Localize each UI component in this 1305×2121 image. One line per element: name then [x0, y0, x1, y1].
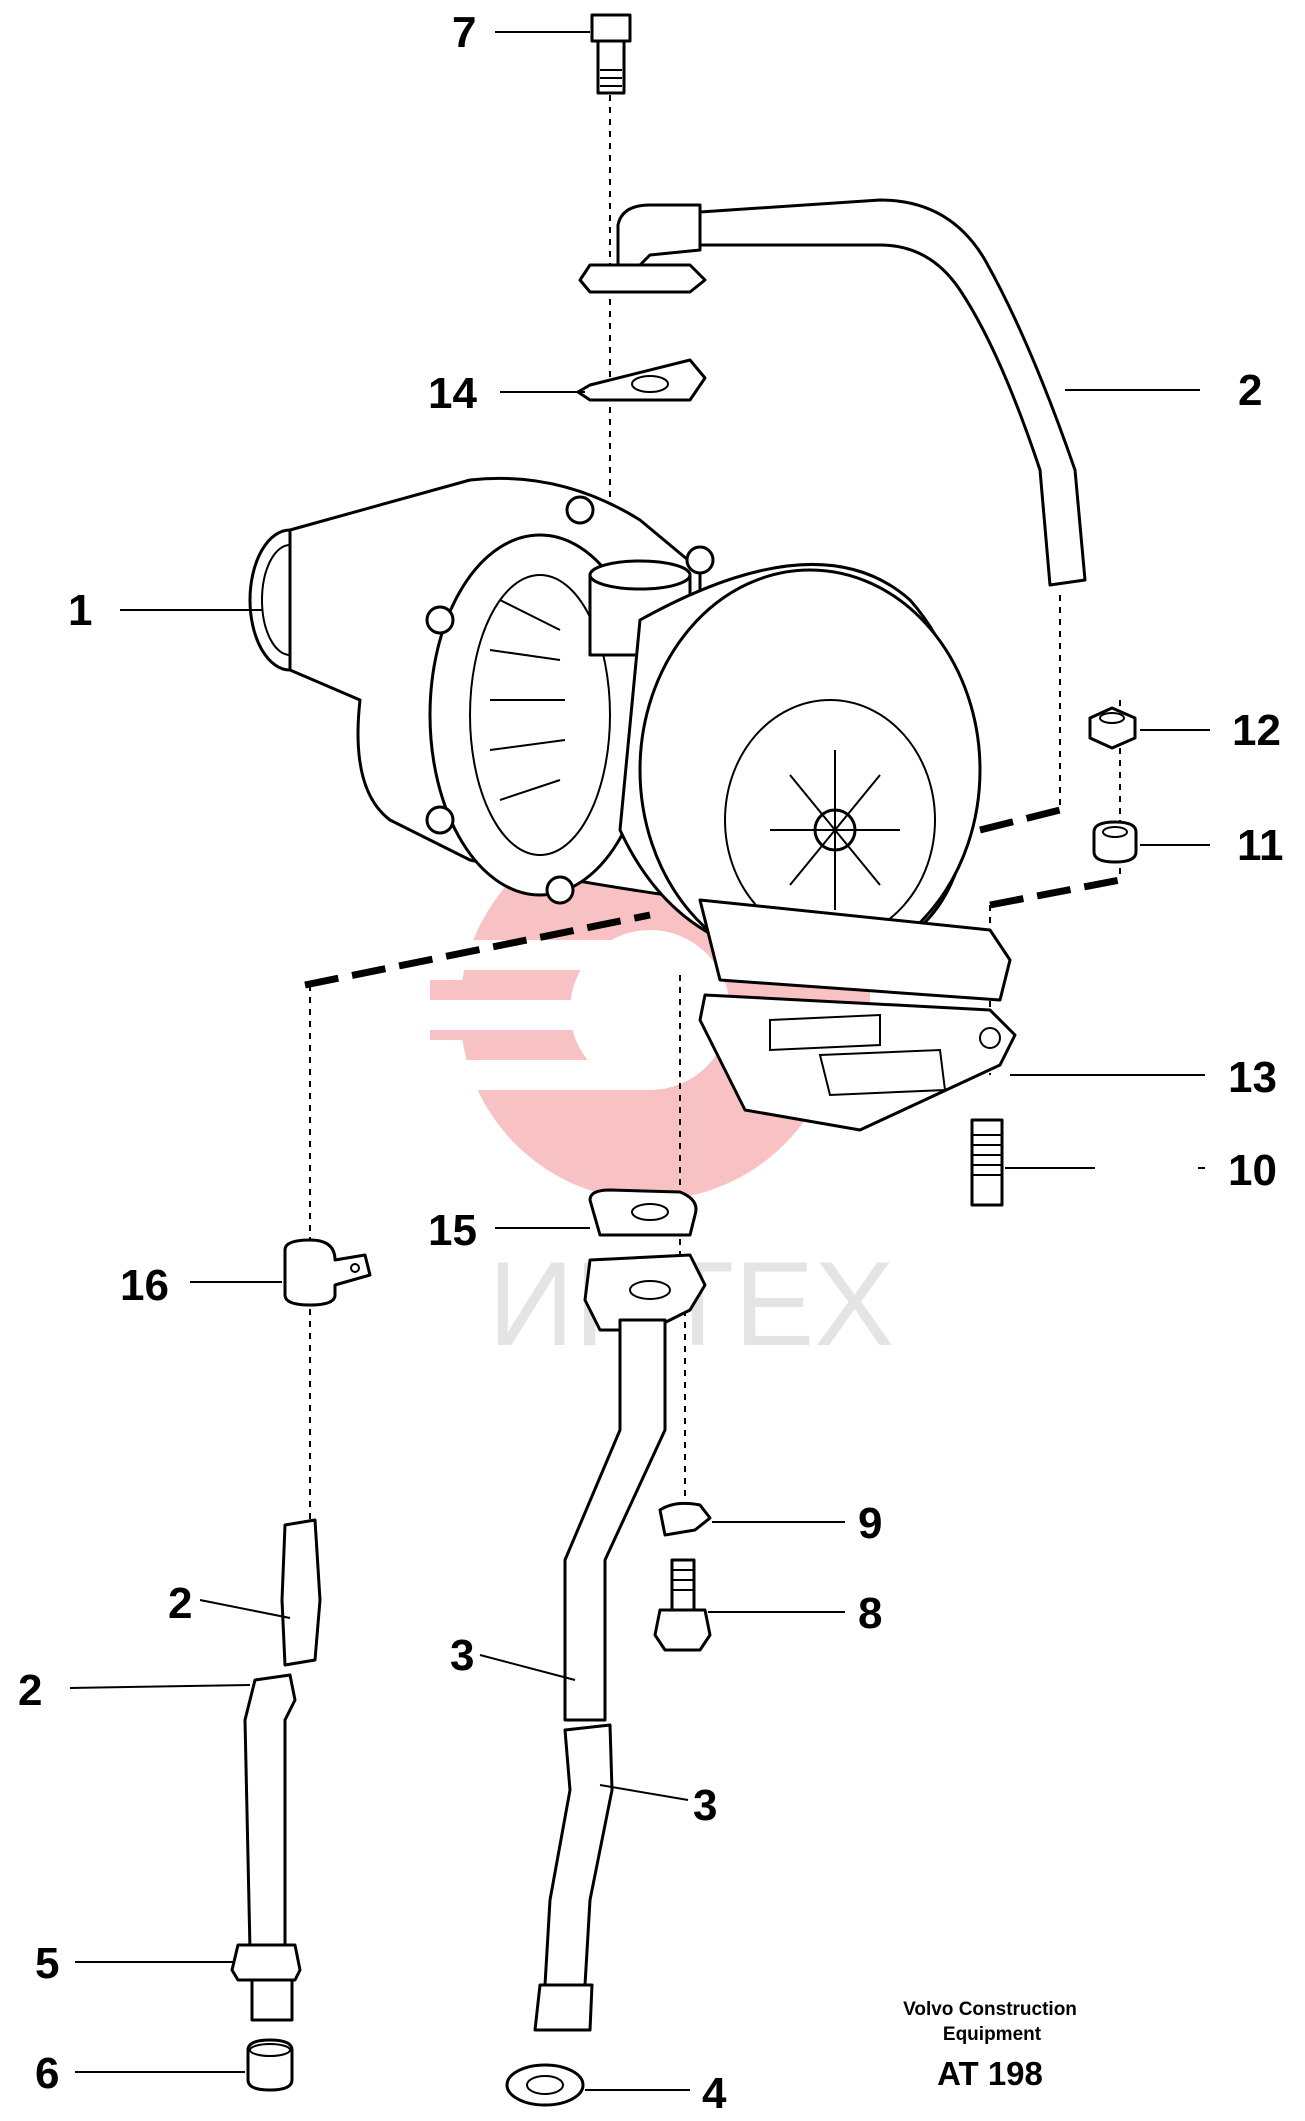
part-gasket-14: [576, 358, 707, 402]
part-oil-pipe-2-lower: [243, 1673, 297, 1952]
part-oil-pipe-2-middle: [280, 1518, 322, 1667]
assembly-dash-lines: [304, 806, 1121, 989]
credit-line-1: Volvo Construction: [903, 1999, 1077, 2020]
callout-11: 11: [1237, 821, 1284, 870]
part-return-pipe-3-lower: [533, 1723, 614, 2032]
callout-5: 5: [35, 1939, 59, 1988]
callout-2-upper-pipe: 2: [1238, 366, 1262, 415]
callout-1: 1: [68, 586, 92, 635]
callout-12: 12: [1232, 706, 1281, 755]
part-nut-12: [1088, 706, 1137, 750]
callout-2-lower-pipe: 2: [18, 1666, 42, 1715]
leader-lines: [69, 31, 1210, 2091]
part-turbocharger-1: [248, 476, 1012, 1002]
callout-10: 10: [1228, 1146, 1277, 1195]
callout-6: 6: [35, 2049, 59, 2098]
part-union-nut-5: [230, 1943, 302, 2022]
callout-16: 16: [120, 1261, 169, 1310]
part-stud-10: [970, 1118, 1004, 1207]
callout-13: 13: [1228, 1053, 1277, 1102]
part-gasket-15: [588, 1188, 698, 1237]
part-return-pipe-3-upper: [563, 1253, 707, 1722]
callout-4: 4: [702, 2069, 727, 2118]
callout-2-middle-pipe: 2: [168, 1579, 192, 1628]
part-bolt-8: [653, 1558, 712, 1652]
drawing-code: AT 198: [937, 2055, 1043, 2092]
part-clamp-16: [283, 1238, 372, 1307]
part-oil-pipe-2-upper: [578, 198, 1087, 587]
part-washer-11: [1092, 820, 1138, 864]
callout-15: 15: [428, 1206, 477, 1255]
part-bolt-7: [590, 13, 632, 95]
credit-line-2: Equipment: [943, 2024, 1042, 2045]
part-flange-gasket-13: [698, 993, 1017, 1132]
part-washer-4: [505, 2063, 585, 2107]
credit-block: Volvo Construction Equipment AT 198: [903, 1999, 1077, 2092]
callout-7: 7: [452, 8, 476, 57]
callout-14: 14: [428, 369, 477, 418]
part-clip-9: [658, 1501, 712, 1537]
callout-9: 9: [858, 1499, 882, 1548]
callout-8: 8: [858, 1589, 882, 1638]
callout-labels: 7 14 2 1 12 11 13 10 15 16 9 8 2 2 3 3 5…: [18, 8, 1284, 2118]
part-cap-6: [246, 2038, 294, 2092]
callout-3-lower: 3: [693, 1781, 717, 1830]
callout-3-upper: 3: [450, 1631, 474, 1680]
